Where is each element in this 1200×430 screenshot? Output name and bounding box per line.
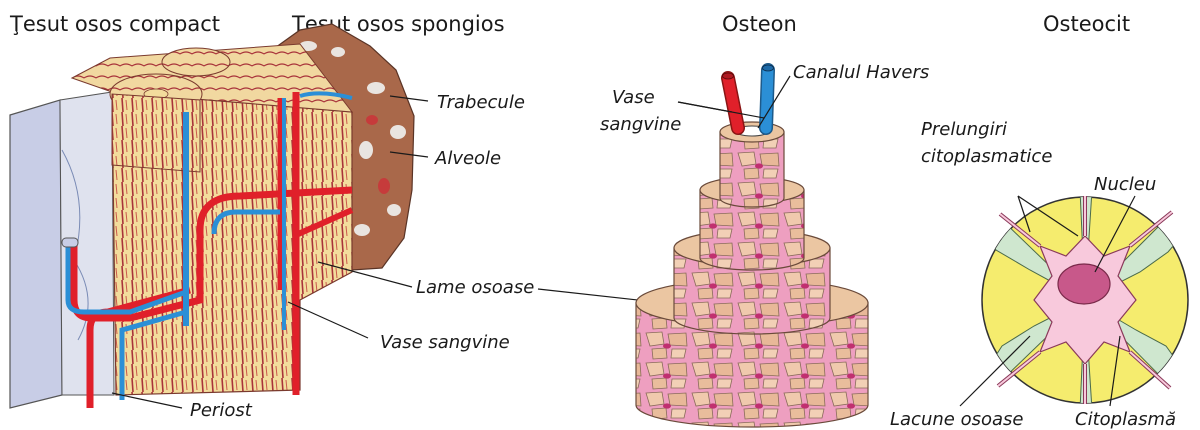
periost-leader: [112, 393, 182, 408]
trabecule-label: Trabecule: [437, 92, 525, 113]
periost-label: Periost: [190, 400, 253, 421]
nucleu-label: Nucleu: [1094, 174, 1156, 195]
prelungiri-label-2: citoplasmatice: [921, 146, 1052, 167]
alveole-label: Alveole: [434, 148, 501, 169]
prelungiri-label-1: Prelungiri: [921, 119, 1007, 140]
osteon-vase-label-2: sangvine: [600, 114, 681, 135]
compact-bone-title: Ţesut osos compact: [9, 12, 220, 36]
vase-leader-blue: [678, 102, 764, 118]
lame-osoase-label: Lame osoase: [416, 277, 534, 298]
bone-block-illustration: [10, 24, 414, 408]
osteocyte-illustration: [980, 190, 1192, 410]
osteon-title: Osteon: [722, 12, 797, 36]
lacune-osoase-label: Lacune osoase: [890, 409, 1023, 430]
canalul-havers-label: Canalul Havers: [793, 62, 929, 83]
citoplasma-label: Citoplasmă: [1075, 409, 1176, 430]
osteon-vase-label-1: Vase: [612, 87, 655, 108]
vase-sangvine-label: Vase sangvine: [380, 332, 510, 353]
osteocyte-title: Osteocit: [1043, 12, 1130, 36]
